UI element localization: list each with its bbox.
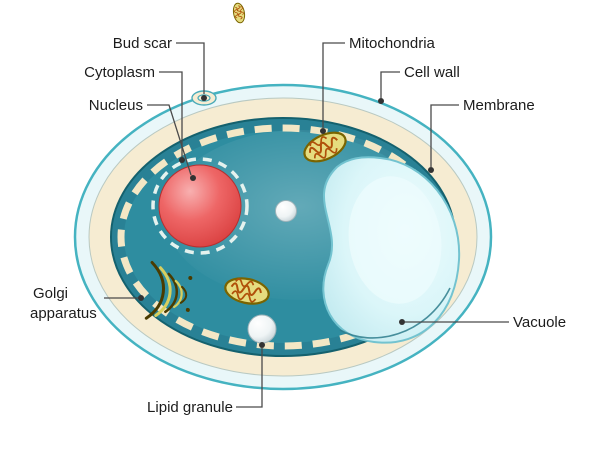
pointer-dot-lipid-granule [259, 342, 265, 348]
labels: Bud scar Cytoplasm Nucleus Golgi apparat… [30, 35, 566, 416]
golgi-vesicle [185, 307, 190, 312]
vacuole-edge-line [339, 287, 451, 339]
label-vacuole: Vacuole [513, 314, 566, 331]
label-cell-wall: Cell wall [404, 64, 460, 81]
pointer-bud-scar [176, 42, 205, 94]
pointer-dot-golgi [138, 295, 144, 301]
pointer-nucleus [147, 104, 192, 176]
label-mitochondria: Mitochondria [349, 35, 436, 52]
golgi-cisterna [179, 285, 188, 304]
label-membrane: Membrane [463, 97, 535, 114]
label-lipid-granule: Lipid granule [147, 399, 233, 416]
golgi-vesicle [188, 275, 193, 280]
pointer-cytoplasm [159, 71, 183, 157]
bud-scar-inner-ring [197, 94, 211, 102]
pointer-lines [104, 42, 509, 408]
small-bud-organelle-icon [231, 1, 247, 25]
pointer-dot-nucleus [190, 175, 196, 181]
pointer-dot-cell-wall [378, 98, 384, 104]
lipid-granule-small [275, 200, 297, 222]
label-golgi-line2: apparatus [30, 305, 97, 322]
pointer-dot-mitochondria [320, 128, 326, 134]
pointer-membrane [430, 104, 459, 167]
label-cytoplasm: Cytoplasm [84, 64, 155, 81]
pointer-dot-bud-scar [201, 95, 207, 101]
pointer-cell-wall [380, 71, 400, 98]
golgi-cisterna [164, 272, 178, 314]
nuclear-membrane [151, 157, 249, 255]
pointer-dot-cytoplasm [179, 157, 185, 163]
golgi-apparatus [144, 260, 193, 320]
pointer-dot-membrane [428, 167, 434, 173]
lipid-granule-large [247, 314, 277, 344]
golgi-cisterna [144, 260, 165, 320]
pointer-dot-vacuole [399, 319, 405, 325]
nucleus [151, 157, 249, 255]
vacuole-highlight [348, 176, 442, 304]
label-golgi-line1: Golgi [33, 285, 68, 302]
golgi-cisterna [154, 266, 172, 318]
nucleus-body [158, 164, 242, 248]
golgi-cisterna [173, 279, 183, 309]
pointer-mitochondria [322, 42, 345, 128]
label-nucleus: Nucleus [89, 97, 143, 114]
label-bud-scar: Bud scar [113, 35, 172, 52]
vacuole [322, 156, 461, 344]
pointer-lipid-granule [236, 348, 263, 408]
